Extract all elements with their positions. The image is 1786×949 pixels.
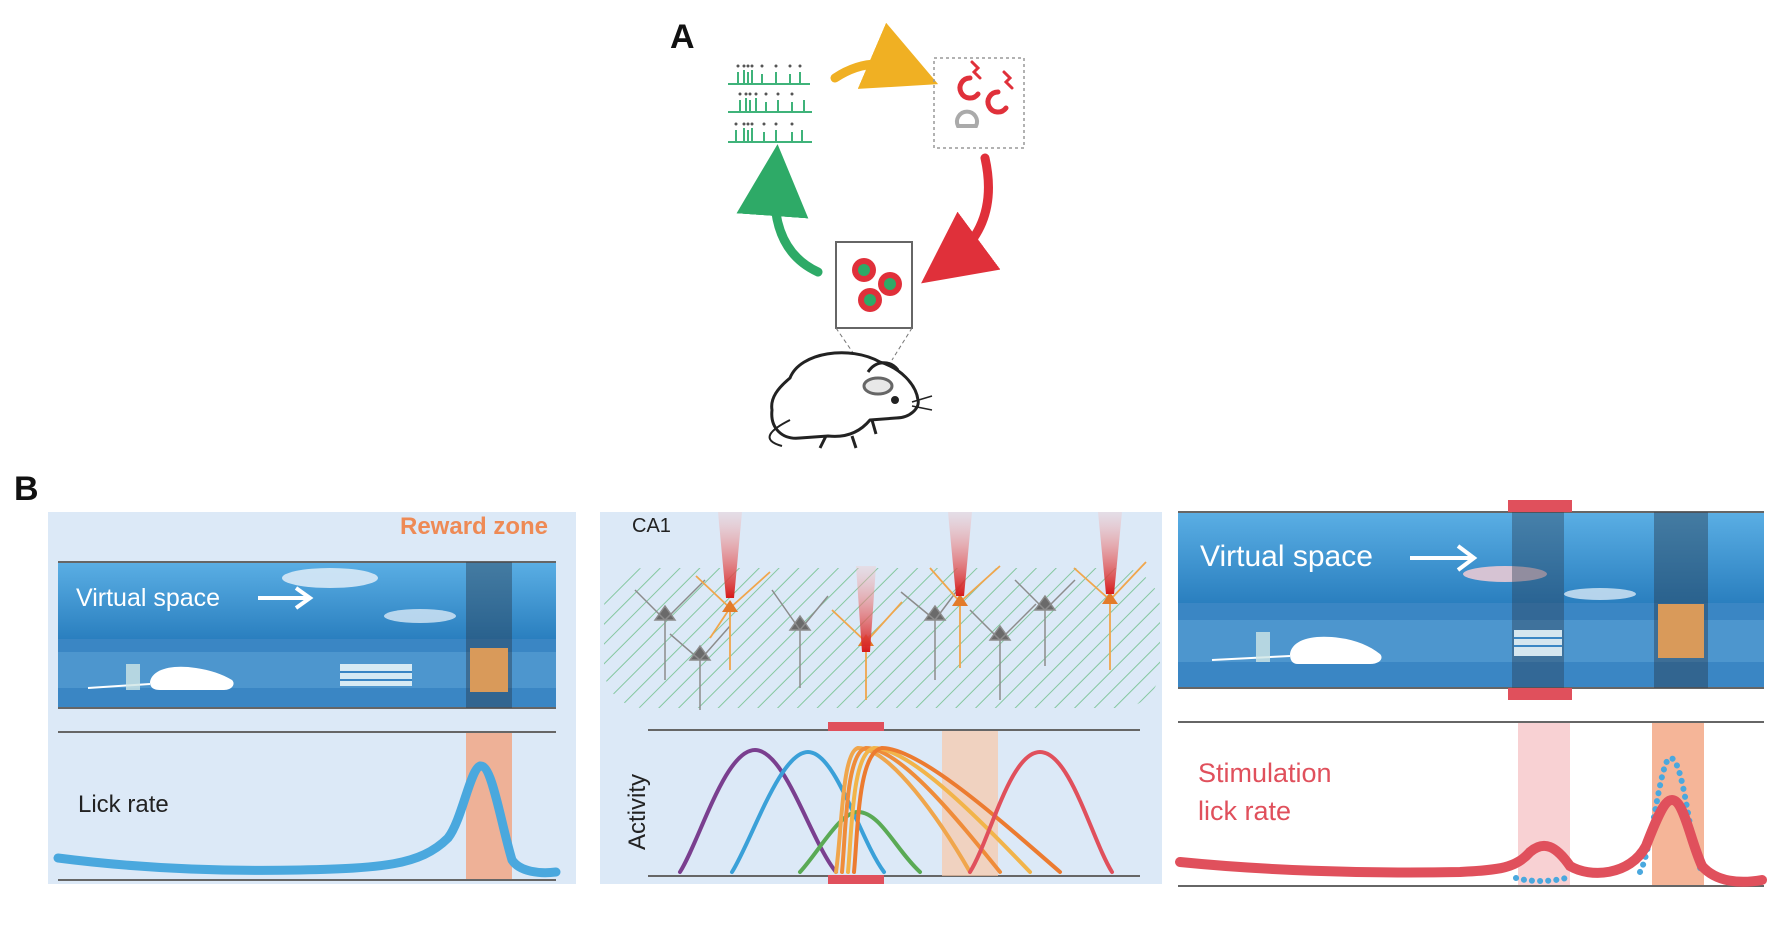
- right-stim-zone-corridor: [1512, 512, 1564, 688]
- panel-b-middle: CA1: [600, 512, 1162, 884]
- imaged-cells: [852, 258, 902, 312]
- middle-reward-zone-band: [942, 731, 998, 876]
- activity-label: Activity: [624, 774, 651, 850]
- yellow-arrow: [830, 22, 939, 89]
- spike-trace-raster: [728, 70, 812, 143]
- neuron-icons-gray: [634, 579, 1076, 710]
- place-field-red: [968, 749, 1114, 874]
- right-virtual-space-label: Virtual space: [1200, 540, 1373, 573]
- panel-a-letter: A: [670, 18, 695, 56]
- right-mouse-silhouette: [1211, 636, 1382, 664]
- reward-zone-label: Reward zone: [400, 513, 548, 540]
- right-direction-arrow: [1410, 544, 1478, 572]
- place-field-orange-1: [834, 745, 972, 874]
- left-reward-object: [470, 648, 508, 692]
- lick-rate-label: Lick rate: [78, 791, 169, 818]
- place-field-orange-2: [840, 745, 1002, 874]
- ca1-label: CA1: [632, 515, 671, 537]
- place-field-orange-4: [852, 745, 1062, 874]
- left-direction-arrow: [258, 586, 314, 610]
- panel-b-right: Virtual space Stimulation lick rate: [1175, 500, 1767, 887]
- lick-rate-curve: [53, 761, 561, 878]
- place-field-blue: [730, 749, 886, 874]
- right-stim-marker-top: [1508, 500, 1572, 512]
- stimulation-label: Stimulation: [1198, 758, 1332, 788]
- red-arrow: [921, 153, 1001, 284]
- pyramidal-layer-hatch: [604, 568, 1160, 708]
- stim-target-box: [933, 57, 1025, 149]
- inactive-cell-icon: [955, 109, 979, 128]
- right-reward-zone-corridor: [1654, 512, 1708, 688]
- stim-marker-top: [828, 722, 884, 731]
- green-arrow: [736, 144, 823, 277]
- place-field-curves: [678, 745, 1114, 874]
- place-field-purple: [678, 747, 838, 874]
- left-virtual-space-label: Virtual space: [76, 584, 220, 612]
- stimulation-lick-rate-label: lick rate: [1198, 796, 1291, 826]
- panel-b-left: Reward zone Virtual space Lick rate: [48, 512, 576, 884]
- neuron-icons-orange: [695, 561, 1147, 700]
- right-reward-object: [1658, 604, 1704, 658]
- left-reward-zone-band: [466, 733, 512, 879]
- right-stim-marker-bottom: [1508, 688, 1572, 700]
- spike-marker-dots: [734, 64, 802, 126]
- stim-marker-bottom: [828, 875, 884, 884]
- panel-b-letter: B: [14, 470, 39, 508]
- laser-beam-icons: [718, 512, 1122, 652]
- stimulation-lick-curve: [1175, 794, 1767, 887]
- mouse-icon: [768, 351, 933, 449]
- panel-a: A: [670, 18, 1025, 449]
- laser-stim-icon: [957, 60, 1014, 115]
